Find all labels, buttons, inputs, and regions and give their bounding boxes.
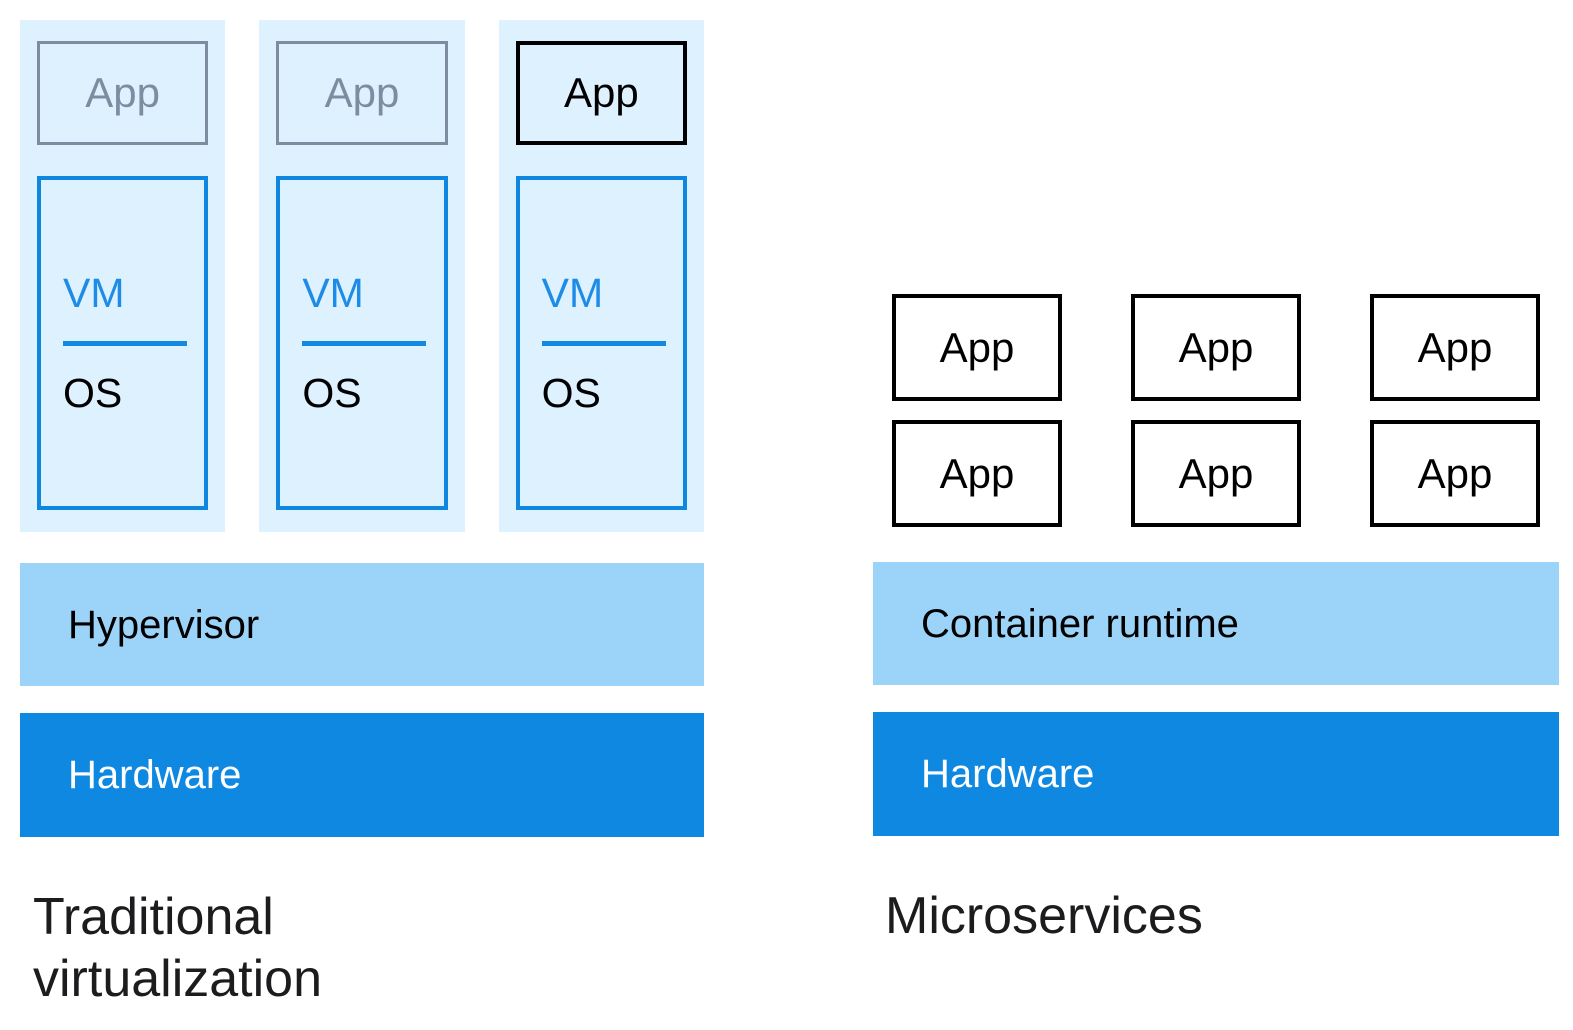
vm-os-box: VM OS: [37, 176, 209, 510]
app-label: App: [1178, 323, 1254, 371]
hardware-label: Hardware: [921, 752, 1095, 796]
app-label: App: [324, 69, 400, 116]
vm-label: VM: [302, 269, 364, 316]
vm-stack-1: App VM OS: [20, 20, 226, 532]
app-grid: App App App App App App: [873, 294, 1559, 527]
app-box: App: [276, 41, 448, 145]
microservices-panel: App App App App App App Container runtim…: [873, 294, 1559, 947]
app-box: App: [892, 294, 1062, 401]
os-label: OS: [63, 369, 123, 416]
app-label: App: [1178, 449, 1254, 497]
app-label: App: [563, 69, 639, 116]
app-label: App: [85, 69, 161, 116]
hardware-bar: Hardware: [20, 713, 704, 837]
app-label: App: [939, 323, 1015, 371]
traditional-virtualization-panel: App VM OS App VM OS: [20, 20, 704, 1010]
app-box: App: [892, 420, 1062, 527]
app-box: App: [1370, 294, 1540, 401]
vm-os-divider: [63, 340, 187, 346]
app-label: App: [1417, 323, 1493, 371]
vm-stacks: App VM OS App VM OS: [20, 20, 704, 532]
hardware-bar: Hardware: [873, 712, 1559, 836]
vm-stack-3: App VM OS: [498, 20, 704, 532]
vm-os-box: VM OS: [515, 176, 687, 510]
os-label: OS: [541, 369, 601, 416]
caption-line: virtualization: [33, 950, 323, 1008]
container-runtime-label: Container runtime: [921, 601, 1239, 646]
caption-line: Traditional: [33, 888, 274, 946]
app-label: App: [1417, 449, 1493, 497]
vm-label: VM: [541, 269, 604, 316]
vm-stack-2: App VM OS: [259, 20, 465, 532]
vm-os-divider: [302, 340, 427, 346]
vm-os-box: VM OS: [276, 176, 448, 510]
app-box: App: [515, 41, 687, 145]
caption-line: Microservices: [885, 887, 1203, 945]
app-box: App: [1131, 294, 1301, 401]
vm-label: VM: [63, 269, 125, 316]
vm-os-divider: [541, 340, 666, 346]
app-box: App: [1131, 420, 1301, 527]
app-box: App: [37, 41, 209, 145]
app-box: App: [1370, 420, 1540, 527]
container-runtime-bar: Container runtime: [873, 562, 1559, 685]
hypervisor-label: Hypervisor: [68, 602, 260, 647]
app-label: App: [939, 449, 1015, 497]
caption-microservices: Microservices: [885, 885, 1559, 947]
os-label: OS: [302, 369, 362, 416]
hypervisor-bar: Hypervisor: [20, 563, 704, 686]
hardware-label: Hardware: [68, 753, 242, 797]
caption-traditional-virtualization: Traditional virtualization: [33, 886, 704, 1010]
